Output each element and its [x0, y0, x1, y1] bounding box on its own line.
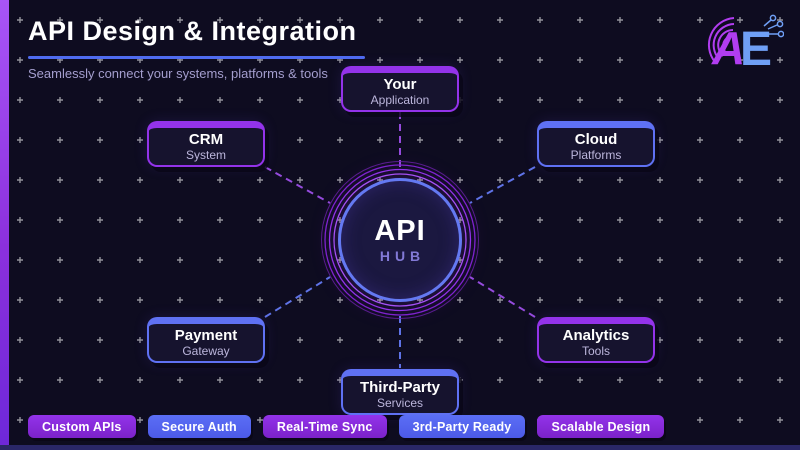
node-subtitle: Tools: [581, 343, 610, 358]
page-subtitle: Seamlessly connect your systems, platfor…: [28, 66, 328, 81]
node-title: Your: [383, 75, 417, 93]
hub-title: API: [374, 215, 426, 247]
hub-subtitle: HUB: [379, 248, 426, 264]
link-hub-analytics: [469, 276, 536, 318]
hub-outer-rings: [321, 161, 479, 319]
node-title: CRM: [188, 130, 224, 148]
badge-real-time-sync: Real-Time Sync: [262, 415, 387, 438]
node-subtitle: Services: [376, 395, 423, 410]
node-analytics-tools: Analytics Tools: [537, 317, 655, 363]
node-title: Payment: [174, 326, 238, 344]
brand-logo: A E: [707, 14, 784, 74]
link-hub-cloud: [469, 166, 536, 204]
node-your-application: Your Application: [341, 66, 459, 112]
node-subtitle: Gateway: [182, 343, 230, 358]
node-subtitle: Application: [370, 92, 430, 107]
node-title: Third-Party: [359, 378, 440, 396]
bottom-accent-bar: [0, 445, 800, 450]
badge-scalable-design: Scalable Design: [537, 415, 665, 438]
node-cloud-platforms: Cloud Platforms: [537, 121, 655, 167]
badge-3rd-party-ready: 3rd-Party Ready: [398, 415, 526, 438]
link-hub-payment: [264, 276, 331, 318]
node-title: Analytics: [562, 326, 630, 344]
logo-letter-e: E: [740, 23, 772, 74]
page-title: API Design & Integration: [28, 16, 357, 46]
badge-custom-apis: Custom APIs: [28, 415, 136, 438]
title-underline: [28, 56, 365, 59]
logo-circuit-nodes: [763, 14, 784, 38]
logo-arc-swoosh: [707, 17, 735, 63]
api-hub-node: API HUB: [338, 178, 462, 302]
node-payment-gateway: Payment Gateway: [147, 317, 265, 363]
node-crm-system: CRM System: [147, 121, 265, 167]
node-subtitle: Platforms: [570, 147, 622, 162]
node-subtitle: System: [185, 147, 226, 162]
link-hub-crm: [264, 166, 331, 204]
logo-letter-a: A: [711, 22, 745, 74]
badge-secure-auth: Secure Auth: [147, 415, 251, 438]
node-title: Cloud: [574, 130, 618, 148]
left-accent-bar: [0, 0, 9, 450]
feature-badges-row: Custom APIs Secure Auth Real-Time Sync 3…: [28, 415, 665, 438]
node-third-party-services: Third-Party Services: [341, 369, 459, 415]
